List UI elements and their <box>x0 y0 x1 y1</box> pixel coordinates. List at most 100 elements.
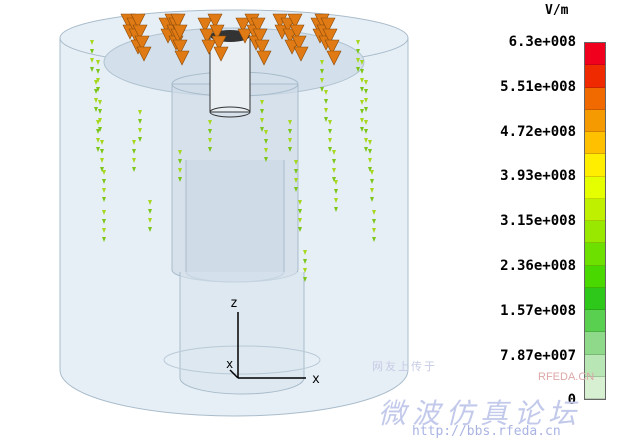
field-arrow-weak <box>96 87 100 92</box>
field-arrow-weak <box>294 169 298 174</box>
legend-swatch <box>585 310 605 333</box>
field-arrow-weak <box>96 69 100 74</box>
3d-viewport[interactable]: z x x <box>0 0 520 446</box>
legend-swatch <box>585 265 605 288</box>
field-arrow-weak <box>264 130 268 135</box>
field-arrow-strong <box>209 24 225 40</box>
field-arrow-strong <box>197 17 213 33</box>
legend-swatch <box>585 87 605 110</box>
field-arrow-weak <box>360 60 364 65</box>
field-arrow-weak <box>288 147 292 152</box>
field-arrow-weak <box>96 147 100 152</box>
field-arrow-weak <box>148 227 152 232</box>
field-arrow-strong <box>201 39 217 55</box>
field-arrow-weak <box>102 237 106 242</box>
field-arrow-weak <box>132 158 136 163</box>
field-arrow-strong <box>136 46 152 62</box>
field-arrow-weak <box>334 198 338 203</box>
field-arrow-weak <box>90 40 94 45</box>
field-arrow-weak <box>102 228 106 233</box>
field-arrow-weak <box>356 58 360 63</box>
field-arrow-weak <box>138 137 142 142</box>
field-arrow-weak <box>148 200 152 205</box>
field-arrow-weak <box>334 180 338 185</box>
field-arrow-weak <box>364 147 368 152</box>
field-arrow-strong <box>237 28 253 44</box>
field-arrow-weak <box>138 110 142 115</box>
field-arrow-weak <box>320 78 324 83</box>
field-arrow-strong <box>235 17 251 33</box>
field-arrow-weak <box>334 189 338 194</box>
field-arrow-weak <box>288 129 292 134</box>
field-arrow-strong <box>174 50 190 66</box>
field-arrow-weak <box>264 157 268 162</box>
legend-colorbar <box>584 42 606 400</box>
legend-tick-label: 4.72e+008 <box>500 123 576 140</box>
field-arrow-strong <box>213 46 229 62</box>
field-arrow-weak <box>320 87 324 92</box>
field-arrow-strong <box>254 39 270 55</box>
field-arrow-weak <box>370 179 374 184</box>
field-arrow-strong <box>132 24 148 40</box>
legend-unit: V/m <box>545 3 569 18</box>
bottom-cylinder <box>163 272 321 395</box>
field-arrow-weak <box>98 118 102 123</box>
field-arrow-weak <box>368 149 372 154</box>
field-arrow-weak <box>148 218 152 223</box>
field-arrow-weak <box>264 148 268 153</box>
field-arrow-weak <box>90 67 94 72</box>
field-arrow-weak <box>328 138 332 143</box>
field-arrow-weak <box>102 219 106 224</box>
field-arrow-weak <box>100 149 104 154</box>
field-arrow-weak <box>288 138 292 143</box>
field-arrow-strong <box>130 13 146 29</box>
legend-tick-label: 3.93e+008 <box>500 168 576 185</box>
field-arrow-weak <box>102 188 106 193</box>
field-arrow-weak <box>98 127 102 132</box>
watermark-title: 微波仿真论坛 <box>378 397 583 430</box>
field-arrow-weak <box>332 168 336 173</box>
field-arrow-strong <box>199 28 215 44</box>
field-arrow-weak <box>360 109 364 114</box>
field-arrow-weak <box>98 109 102 114</box>
field-arrow-strong <box>287 13 303 29</box>
field-arrow-weak <box>294 160 298 165</box>
field-arrow-weak <box>148 209 152 214</box>
field-arrow-weak <box>294 178 298 183</box>
field-arrow-weak <box>360 78 364 83</box>
field-arrow-weak <box>360 87 364 92</box>
field-arrow-weak <box>138 128 142 133</box>
field-vectors-weak <box>90 40 376 282</box>
legend-swatch <box>585 43 605 66</box>
field-arrow-weak <box>100 158 104 163</box>
field-arrow-weak <box>260 109 264 114</box>
field-arrow-weak <box>102 170 106 175</box>
field-arrow-weak <box>102 179 106 184</box>
field-arrow-weak <box>260 100 264 105</box>
field-arrow-weak <box>100 140 104 145</box>
field-arrow-strong <box>291 35 307 51</box>
field-arrow-weak <box>328 129 332 134</box>
legend-swatch <box>585 176 605 199</box>
field-arrow-weak <box>178 150 182 155</box>
field-arrow-weak <box>102 210 106 215</box>
field-arrow-weak <box>96 120 100 125</box>
field-arrow-weak <box>178 177 182 182</box>
field-arrow-weak <box>178 168 182 173</box>
field-arrow-weak <box>96 60 100 65</box>
field-arrow-weak <box>372 237 376 242</box>
field-arrow-weak <box>102 197 106 202</box>
field-arrow-weak <box>100 167 104 172</box>
field-arrow-weak <box>90 58 94 63</box>
field-arrow-strong <box>250 17 266 33</box>
field-arrow-weak <box>303 268 307 273</box>
field-arrow-weak <box>334 207 338 212</box>
field-arrow-weak <box>332 177 336 182</box>
field-arrow-weak <box>332 150 336 155</box>
field-arrow-weak <box>364 138 368 143</box>
field-arrow-weak <box>208 138 212 143</box>
legend-swatch <box>585 287 605 310</box>
field-arrow-weak <box>94 89 98 94</box>
field-arrow-strong <box>324 39 340 55</box>
axis-label-y: x <box>226 357 233 371</box>
